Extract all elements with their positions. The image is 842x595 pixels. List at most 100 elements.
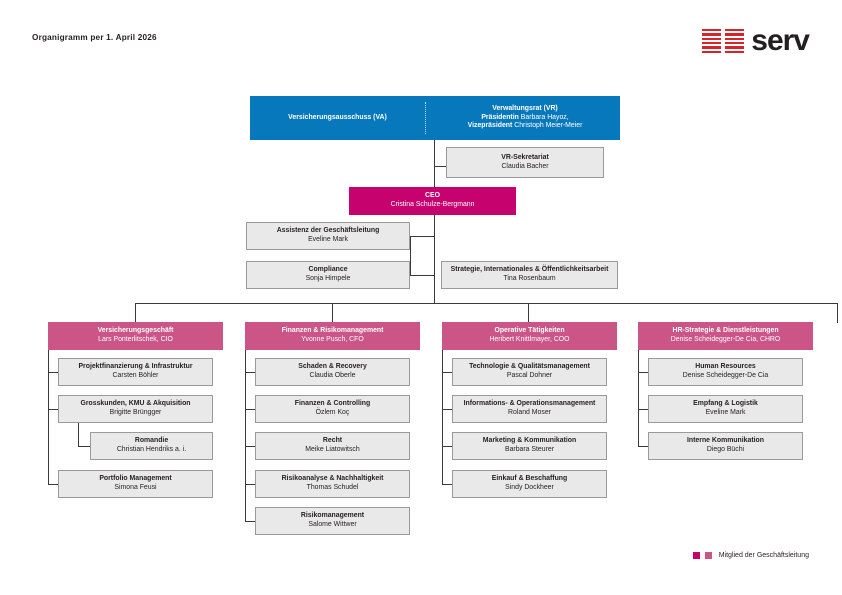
connector-council-down [434,140,435,167]
unit-title: Projektfinanzierung & Infrastruktur [78,363,193,371]
logo-bar-group-left [702,29,722,53]
board-committee-box[interactable]: Versicherungsausschuss (VA) [250,96,425,140]
connector-compliance-stub [410,275,435,276]
connector-col3-stub-2 [442,409,452,410]
unit-person: Brigitte Brüngger [109,409,162,416]
unit-person: Meike Liatowitsch [305,446,360,453]
unit-title: Human Resources [695,363,756,371]
unit-title: Marketing & Kommunikation [482,437,577,445]
connector-romandie-spine [78,423,79,447]
staff-box-assistenz[interactable]: Assistenz der Geschäftsleitung Eveline M… [246,222,410,250]
unit-title: Einkauf & Beschaffung [491,475,568,483]
connector-col1-stub-2 [48,409,58,410]
unit-box[interactable]: Empfang & Logistik Eveline Mark [648,395,803,423]
unit-person: Sindy Dockheer [505,484,554,491]
unit-box[interactable]: Risikomanagement Salome Wittwer [255,507,410,535]
connector-col4-spine [638,350,639,446]
unit-box[interactable]: Recht Meike Liatowitsch [255,432,410,460]
connector-dept-drop-4 [837,303,838,323]
vr-sekretariat-box[interactable]: VR-Sekretariat Claudia Bacher [446,147,604,178]
unit-title: Technologie & Qualitätsmanagement [469,363,590,371]
connector-col3-stub-1 [442,372,452,373]
staff-person: Sonja Himpele [305,275,351,282]
connector-col4-stub-3 [638,446,648,447]
board-council-title: Verwaltungsrat (VR) [492,105,558,113]
connector-col2-stub-3 [245,446,255,447]
connector-col3-spine [442,350,443,484]
unit-title: Portfolio Management [99,475,172,483]
unit-person: Carsten Böhler [112,372,159,379]
connector-col1-spine [48,350,49,484]
page-title: Organigramm per 1. April 2026 [32,33,157,42]
staff-box-strategie[interactable]: Strategie, Internationales & Öffentlichk… [441,261,618,289]
department-person: Lars Ponterlitschek, CIO [98,336,173,343]
unit-person: Eveline Mark [705,409,746,416]
connector-romandie-stub [78,446,90,447]
connector-ceo-spine [434,215,435,303]
department-header-operative[interactable]: Operative Tätigkeiten Heribert Knittlmay… [442,322,617,350]
connector-col3-stub-3 [442,446,452,447]
unit-box[interactable]: Finanzen & Controlling Özlem Koç [255,395,410,423]
unit-title: Schaden & Recovery [298,363,367,371]
unit-box[interactable]: Portfolio Management Simona Feusi [58,470,213,498]
unit-title: Romandie [134,437,169,445]
unit-person: Thomas Schudel [306,484,359,491]
unit-box[interactable]: Schaden & Recovery Claudia Oberle [255,358,410,386]
legend: Mitglied der Geschäftsleitung [692,552,809,559]
unit-box[interactable]: Informations- & Operationsmanagement Rol… [452,395,607,423]
unit-title: Risikomanagement [300,512,365,520]
legend-swatch-department [704,552,712,559]
unit-person: Christian Hendriks a. i. [116,446,187,453]
board-council-box[interactable]: Verwaltungsrat (VR) Präsidentin Barbara … [430,96,620,140]
unit-title: Grosskunden, KMU & Akquisition [80,400,191,408]
staff-title: Assistenz der Geschäftsleitung [276,227,380,235]
department-title: Operative Tätigkeiten [494,327,565,335]
department-header-versicherungsgeschaeft[interactable]: Versicherungsgeschäft Lars Ponterlitsche… [48,322,223,350]
connector-col1-stub-4 [48,484,58,485]
ceo-box[interactable]: CEO Cristina Schulze-Bergmann [349,187,516,215]
department-title: HR-Strategie & Dienstleistungen [672,327,779,335]
department-header-hr[interactable]: HR-Strategie & Dienstleistungen Denise S… [638,322,813,350]
board-council-president: Präsidentin Barbara Hayoz, [481,113,569,121]
connector-staff-left-spine [410,236,411,275]
connector-col2-stub-1 [245,372,255,373]
connector-department-bus [135,303,838,304]
unit-box[interactable]: Einkauf & Beschaffung Sindy Dockheer [452,470,607,498]
logo-bar-group-right [725,29,745,53]
serv-logo: serv [702,24,810,57]
board-band [250,96,620,140]
department-person: Heribert Knittlmayer, COO [489,336,570,343]
unit-box[interactable]: Risikoanalyse & Nachhaltigkeit Thomas Sc… [255,470,410,498]
unit-title: Interne Kommunikation [687,437,764,445]
unit-person: Roland Moser [508,409,551,416]
ceo-person: Cristina Schulze-Bergmann [390,201,475,208]
unit-box[interactable]: Technologie & Qualitätsmanagement Pascal… [452,358,607,386]
staff-person: Eveline Mark [308,236,348,243]
board-council-vice: Vizepräsident Christoph Meier-Meier [467,122,583,130]
unit-box[interactable]: Projektfinanzierung & Infrastruktur Cars… [58,358,213,386]
board-divider [425,102,426,134]
unit-person: Barbara Steurer [504,446,555,453]
connector-dept-drop-2 [332,303,333,323]
unit-box[interactable]: Marketing & Kommunikation Barbara Steure… [452,432,607,460]
connector-col4-stub-1 [638,372,648,373]
ceo-title: CEO [425,192,440,200]
unit-title: Finanzen & Controlling [294,400,371,408]
unit-box[interactable]: Interne Kommunikation Diego Büchi [648,432,803,460]
unit-box[interactable]: Human Resources Denise Scheidegger-De Ci… [648,358,803,386]
staff-person: Tina Rosenbaum [503,275,556,282]
connector-col2-stub-2 [245,409,255,410]
connector-council-to-ceo [434,166,435,187]
department-header-finanzen[interactable]: Finanzen & Risikomanagement Yvonne Pusch… [245,322,420,350]
staff-box-compliance[interactable]: Compliance Sonja Himpele [246,261,410,289]
legend-label: Mitglied der Geschäftsleitung [718,552,809,559]
staff-title: Compliance [308,266,348,274]
connector-assistenz-stub [410,236,435,237]
connector-col3-stub-4 [442,484,452,485]
legend-swatch-ceo [692,552,700,559]
logo-wordmark: serv [751,24,810,57]
unit-person: Salome Wittwer [308,521,357,528]
unit-box[interactable]: Grosskunden, KMU & Akquisition Brigitte … [58,395,213,423]
unit-box-romandie[interactable]: Romandie Christian Hendriks a. i. [90,432,213,460]
connector-col2-stub-5 [245,521,255,522]
